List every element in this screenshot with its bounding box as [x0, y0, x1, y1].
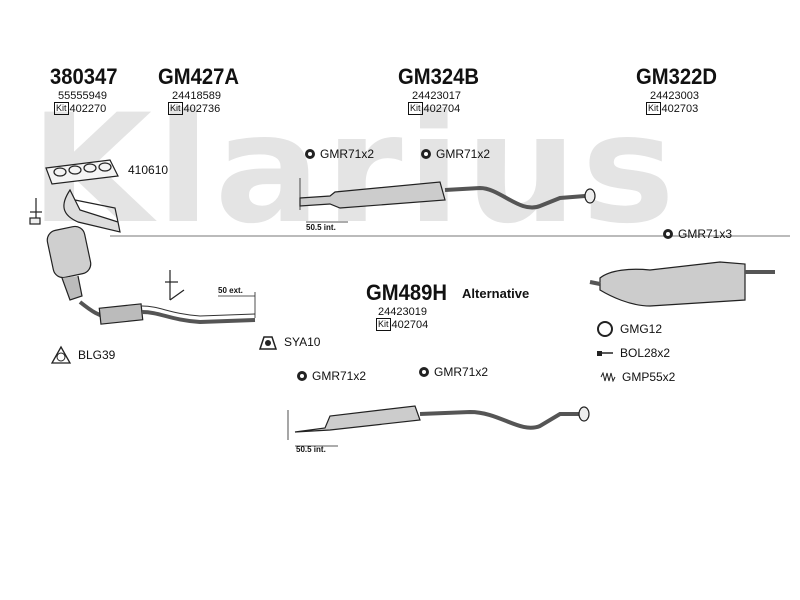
manifold-gasket-icon — [45, 159, 119, 185]
part-number: 380347 — [50, 64, 118, 89]
part-group-gm322d: GM322D 24423003 Kit 402703 — [636, 64, 724, 115]
kit-badge: Kit — [168, 102, 183, 115]
gasket-blg39: BLG39 — [50, 345, 115, 365]
kit-reference: Kit 402704 — [408, 102, 486, 115]
clamp-label-bottom-2: GMR71x2 — [418, 365, 488, 379]
kit-reference: Kit 402704 — [376, 318, 529, 331]
clamp-code: GMR71x2 — [320, 147, 375, 161]
bolt-icon — [597, 351, 613, 356]
bracket-icon — [258, 336, 278, 350]
kit-number: 402736 — [183, 102, 221, 115]
part-number: GM324B — [398, 64, 480, 89]
part-group-380347: 380347 55555949 Kit 402270 — [50, 64, 123, 115]
part-group-gm324b: GM324B 24423017 Kit 402704 — [398, 64, 486, 115]
spring-gmp55x2: GMP55x2 — [600, 370, 675, 384]
gasket-ring-icon — [597, 321, 613, 337]
rear-silencer-icon — [589, 261, 775, 307]
kit-reference: Kit 402703 — [646, 102, 724, 115]
part-group-gm427a: GM427A 24418589 Kit 402736 — [158, 64, 246, 115]
pipe-size-ext: 50 ext. — [218, 286, 243, 295]
mount-sya10: SYA10 — [258, 333, 320, 351]
clamp-code: GMR71x3 — [678, 227, 733, 241]
oem-number: 24418589 — [172, 90, 221, 102]
ring-gmg12: GMG12 — [596, 320, 662, 338]
alternative-label: Alternative — [462, 285, 530, 301]
rubber-mount-icon — [663, 229, 673, 239]
catalytic-converter-icon — [29, 188, 121, 301]
part-number: GM427A — [158, 64, 240, 89]
centre-silencer-top-icon — [299, 178, 596, 223]
kit-reference: Kit 402736 — [168, 102, 246, 115]
rubber-mount-icon — [297, 371, 307, 381]
clamp-label-top-1: GMR71x2 — [304, 147, 374, 161]
kit-badge: Kit — [376, 318, 391, 331]
kit-number: 402270 — [69, 102, 107, 115]
part-number: GM489H — [366, 280, 448, 305]
clamp-code: GMR71x2 — [436, 147, 491, 161]
pipe-size-bottom: 50.5 int. — [296, 445, 326, 454]
clamp-label-bottom-1: GMR71x2 — [296, 369, 366, 383]
part-group-gm489h: GM489H Alternative 24423019 Kit 402704 — [366, 280, 529, 331]
kit-reference: Kit 402270 — [54, 102, 123, 115]
rubber-mount-icon — [305, 149, 315, 159]
rubber-mount-icon — [419, 367, 429, 377]
watermark: Klarius — [30, 83, 680, 257]
clamp-code: GMR71x2 — [434, 365, 489, 379]
ring-code: GMG12 — [620, 322, 663, 336]
centre-silencer-bottom-icon — [287, 405, 590, 447]
spring-code: GMP55x2 — [622, 370, 676, 384]
kit-number: 402703 — [661, 102, 699, 115]
pipe-size-top: 50.5 int. — [306, 223, 336, 232]
flange-gasket-icon — [50, 345, 72, 364]
kit-badge: Kit — [646, 102, 661, 115]
oem-number: 24423019 — [378, 306, 427, 318]
kit-badge: Kit — [54, 102, 69, 115]
gasket-410610-label: 410610 — [128, 163, 169, 177]
mount-code: SYA10 — [284, 335, 321, 349]
gasket-code: BLG39 — [78, 348, 116, 362]
oem-number: 24423017 — [412, 90, 461, 102]
clamp-label-right: GMR71x3 — [662, 227, 732, 241]
kit-number: 402704 — [391, 318, 429, 331]
bolt-code: BOL28x2 — [620, 346, 671, 360]
rubber-mount-icon — [421, 149, 431, 159]
clamp-label-top-2: GMR71x2 — [420, 147, 490, 161]
oem-number: 24423003 — [650, 90, 699, 102]
bolt-bol28x2: BOL28x2 — [596, 346, 670, 360]
spring-icon — [600, 372, 616, 382]
clamp-code: GMR71x2 — [312, 369, 367, 383]
oem-number: 55555949 — [58, 90, 107, 102]
part-number: GM322D — [636, 64, 718, 89]
kit-number: 402704 — [423, 102, 461, 115]
front-pipe-icon — [78, 270, 256, 325]
kit-badge: Kit — [408, 102, 423, 115]
